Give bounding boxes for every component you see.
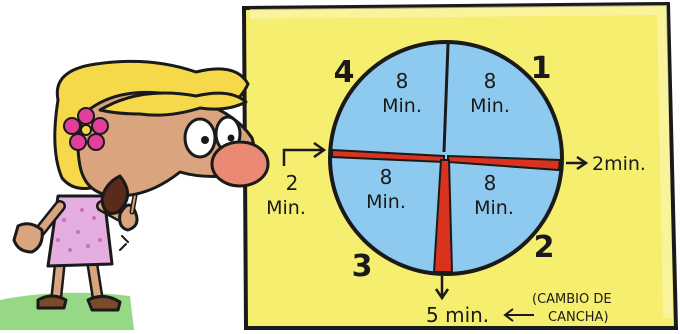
- right-break-label: 2min.: [592, 153, 646, 175]
- quarter-number-1: 1: [531, 51, 552, 86]
- halftime-note-line1: (CAMBIO DE: [532, 292, 612, 307]
- game-clock-diagram: [330, 42, 562, 274]
- q2-unit: Min.: [474, 197, 514, 219]
- quarter-number-2: 2: [534, 230, 555, 265]
- halftime-label: 5 min.: [426, 303, 489, 327]
- q1-unit: Min.: [470, 95, 510, 117]
- cartoon-girl: [14, 61, 268, 310]
- q3-unit: Min.: [366, 191, 406, 213]
- q4-unit: Min.: [382, 95, 422, 117]
- q1-minutes: 8: [484, 69, 497, 93]
- left-break-unit: Min.: [266, 197, 306, 219]
- quarter-number-4: 4: [334, 55, 355, 90]
- quarter-number-3: 3: [352, 249, 373, 284]
- q3-minutes: 8: [380, 165, 393, 189]
- halftime-note-line2: CANCHA): [548, 310, 609, 325]
- left-break-minutes: 2: [286, 171, 299, 195]
- q2-minutes: 8: [484, 171, 497, 195]
- q4-minutes: 8: [396, 69, 409, 93]
